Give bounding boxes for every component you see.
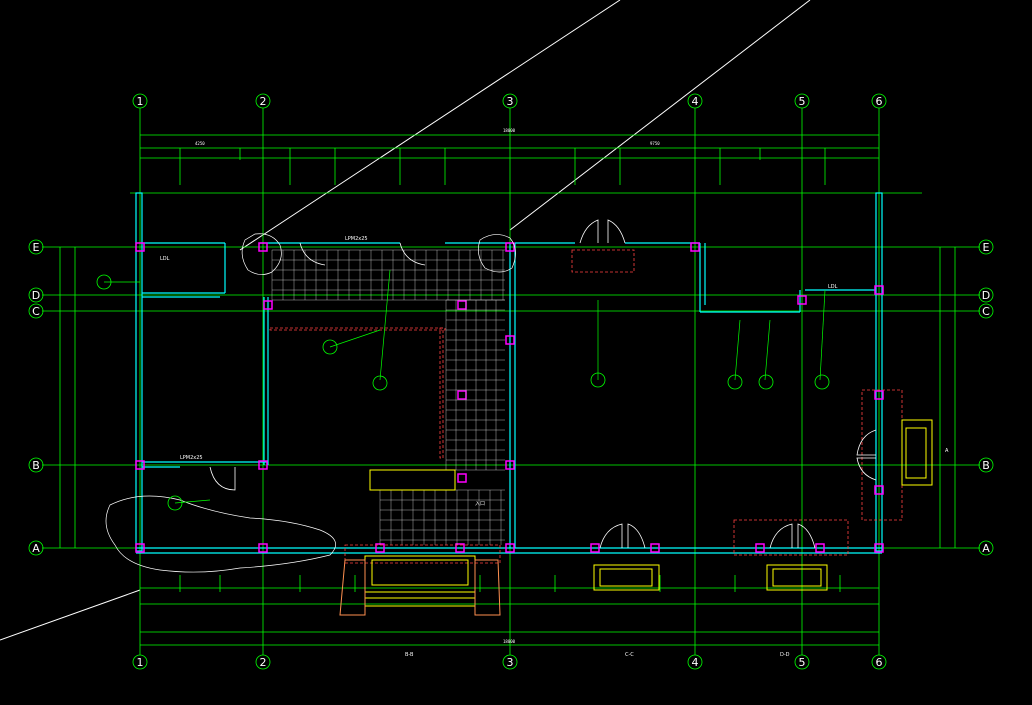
- axis-bubble-2-top: 2: [255, 93, 271, 109]
- axis-bubble-B-left: B: [28, 457, 44, 473]
- dim-top-span-2: 9750: [650, 141, 660, 146]
- column-14: [457, 390, 467, 400]
- axis-bubble-4-bottom: 4: [687, 654, 703, 670]
- svg-text:6: 6: [876, 95, 883, 108]
- dim-top-overall: 18000: [503, 128, 516, 133]
- column-17: [455, 543, 465, 553]
- column-13: [457, 300, 467, 310]
- dim-bottom-overall: 18000: [503, 639, 516, 644]
- svg-text:5: 5: [799, 656, 806, 669]
- svg-text:C: C: [982, 305, 990, 318]
- axis-bubble-3-top: 3: [502, 93, 518, 109]
- leader-lines: [104, 269, 826, 504]
- courtyard-tile-grid: [271, 249, 505, 545]
- dimension-texts: 18000 4250 9750 18000: [195, 128, 660, 644]
- axis-bubble-4-top: 4: [687, 93, 703, 109]
- detail-right: LDL: [828, 284, 838, 290]
- exterior-walls: [135, 192, 883, 554]
- column-21: [815, 543, 825, 553]
- column-25: [263, 300, 273, 310]
- entrance-note: 入口: [475, 501, 485, 507]
- column-5: [797, 295, 807, 305]
- axis-bubble-1-top: 1: [132, 93, 148, 109]
- column-18: [590, 543, 600, 553]
- axis-bubble-B-right: B: [978, 457, 994, 473]
- axis-bubble-E-left: E: [28, 239, 44, 255]
- svg-text:4: 4: [692, 656, 699, 669]
- axis-bubble-C-left: C: [28, 303, 44, 319]
- column-7: [258, 460, 268, 470]
- svg-text:1: 1: [137, 656, 144, 669]
- right-note: A: [945, 448, 949, 454]
- detail-left: LDL: [160, 256, 170, 262]
- axis-bubble-2-bottom: 2: [255, 654, 271, 670]
- column-0: [135, 242, 145, 252]
- svg-text:A: A: [32, 542, 40, 555]
- column-20: [755, 543, 765, 553]
- svg-text:D: D: [982, 289, 990, 302]
- column-12: [874, 543, 884, 553]
- door-swings: [209, 219, 877, 549]
- column-4: [874, 285, 884, 295]
- axis-bubble-C-right: C: [978, 303, 994, 319]
- axis-bubble-3-bottom: 3: [502, 654, 518, 670]
- axis-bubble-6-bottom: 6: [871, 654, 887, 670]
- bottom-label-1: B-B: [405, 652, 414, 658]
- construction-lines: [0, 0, 811, 641]
- landscape-shrub: [105, 233, 516, 573]
- column-23: [874, 485, 884, 495]
- column-10: [258, 543, 268, 553]
- dimension-lines: [59, 134, 956, 646]
- axis-bubble-1-bottom: 1: [132, 654, 148, 670]
- axis-bubble-D-left: D: [28, 287, 44, 303]
- svg-text:1: 1: [137, 95, 144, 108]
- column-6: [135, 460, 145, 470]
- axis-bubble-5-top: 5: [794, 93, 810, 109]
- column-22: [874, 390, 884, 400]
- column-15: [457, 473, 467, 483]
- svg-text:A: A: [982, 542, 990, 555]
- axis-bubble-A-left: A: [28, 540, 44, 556]
- leader-markers: [96, 274, 830, 511]
- svg-text:4: 4: [692, 95, 699, 108]
- svg-text:D: D: [32, 289, 40, 302]
- column-9: [135, 543, 145, 553]
- axis-bubble-6-top: 6: [871, 93, 887, 109]
- structural-columns: [135, 242, 884, 553]
- svg-text:3: 3: [507, 656, 514, 669]
- axis-bubble-A-right: A: [978, 540, 994, 556]
- svg-text:2: 2: [260, 656, 267, 669]
- axis-grid-lines: [42, 108, 980, 655]
- svg-text:B: B: [32, 459, 40, 472]
- stair-label-a: LPM2x25: [345, 236, 368, 242]
- svg-text:E: E: [33, 241, 40, 254]
- svg-text:B: B: [982, 459, 990, 472]
- column-24: [505, 335, 515, 345]
- svg-text:6: 6: [876, 656, 883, 669]
- axis-bubble-5-bottom: 5: [794, 654, 810, 670]
- bottom-label-3: D-D: [780, 652, 790, 658]
- column-8: [505, 460, 515, 470]
- hidden-lines: [269, 249, 903, 564]
- svg-text:5: 5: [799, 95, 806, 108]
- svg-text:E: E: [983, 241, 990, 254]
- plan-annotations: LPM2x25 LPM2x25 LDL LDL 入口 B-B C-C D-D A: [160, 236, 949, 658]
- column-1: [258, 242, 268, 252]
- svg-text:2: 2: [260, 95, 267, 108]
- axis-bubble-D-right: D: [978, 287, 994, 303]
- stair-label-b: LPM2x25: [180, 455, 203, 461]
- entrance-stairs: [339, 419, 933, 616]
- svg-text:C: C: [32, 305, 40, 318]
- column-3: [690, 242, 700, 252]
- bottom-label-2: C-C: [625, 652, 634, 658]
- axis-bubble-E-right: E: [978, 239, 994, 255]
- dim-top-span-1: 4250: [195, 141, 205, 146]
- svg-text:3: 3: [507, 95, 514, 108]
- column-11: [505, 543, 515, 553]
- column-19: [650, 543, 660, 553]
- column-2: [505, 242, 515, 252]
